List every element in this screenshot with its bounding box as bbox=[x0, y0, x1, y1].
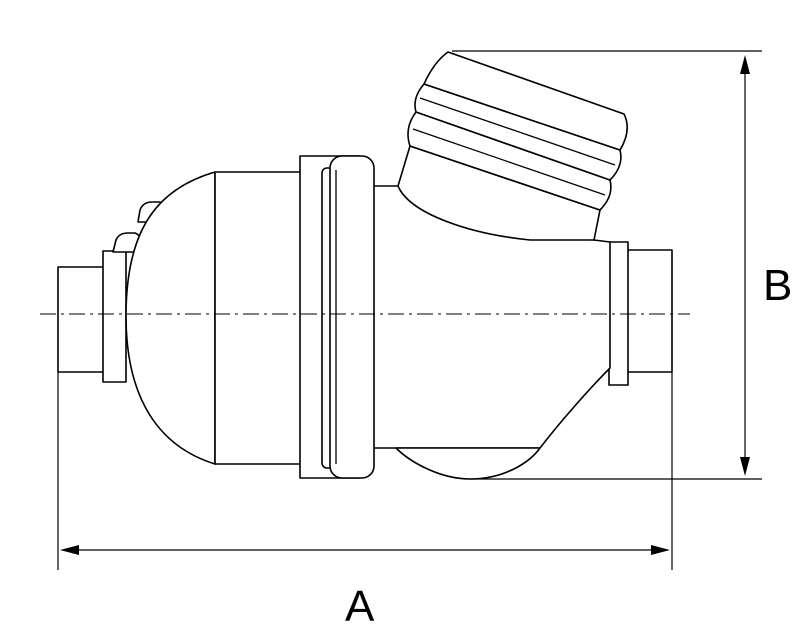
left-pipe-end bbox=[57, 266, 106, 373]
dimension-a-label: A bbox=[345, 582, 375, 631]
left-collar bbox=[102, 250, 127, 383]
dimension-b-top-arrow bbox=[740, 55, 750, 74]
port-thread-band-3 bbox=[423, 51, 628, 151]
dimension-b-label: B bbox=[763, 261, 792, 310]
right-pipe-end bbox=[625, 249, 673, 373]
union-nut-band bbox=[329, 155, 375, 479]
right-outlet bbox=[608, 241, 673, 386]
dimension-a-right-arrow bbox=[651, 545, 670, 555]
dome-cap bbox=[112, 171, 216, 465]
dimension-b-bottom-arrow bbox=[740, 457, 750, 476]
top-port bbox=[397, 51, 628, 241]
bottom-bulge bbox=[395, 447, 541, 480]
left-inlet bbox=[57, 250, 127, 383]
dimension-a: A bbox=[57, 372, 673, 631]
port-thread-line-2 bbox=[419, 97, 616, 166]
dome-body bbox=[125, 171, 216, 465]
port-thread-line-1 bbox=[412, 128, 606, 196]
port-neck bbox=[397, 145, 601, 241]
union-nut bbox=[299, 155, 375, 479]
dimension-a-left-arrow bbox=[60, 545, 79, 555]
dimension-b: B bbox=[452, 50, 792, 480]
